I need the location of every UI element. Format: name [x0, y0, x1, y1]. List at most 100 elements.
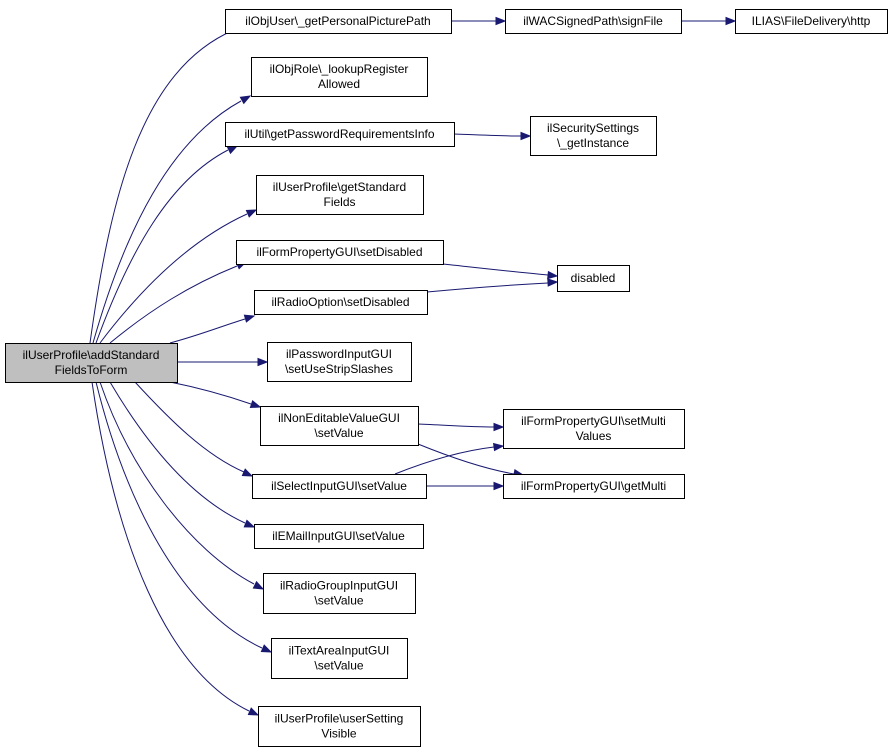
- edge-line: [453, 133, 522, 137]
- node-getPasswordRequirementsInfo[interactable]: ilUtil\getPasswordRequirementsInfo: [225, 122, 455, 147]
- edge-line: [109, 265, 238, 344]
- edge-root-to-emailSetValue: [109, 381, 256, 528]
- node-box: [735, 9, 888, 34]
- node-radioOptionSetDisabled[interactable]: ilRadioOption\setDisabled: [254, 290, 428, 315]
- edge-line: [417, 423, 495, 428]
- arrowhead: [725, 16, 737, 26]
- node-label: ilFormPropertyGUI\setDisabled: [256, 245, 422, 259]
- edge-root-to-selectInputSetValue: [134, 381, 254, 477]
- edge-line: [442, 263, 549, 276]
- node-label: ilUserProfile\getStandard: [273, 180, 406, 194]
- arrowhead: [493, 442, 505, 452]
- node-label: Fields: [323, 195, 355, 209]
- arrowhead: [547, 270, 559, 280]
- node-signFile[interactable]: ilWACSignedPath\signFile: [505, 9, 682, 34]
- edges-layer: [89, 16, 737, 716]
- node-label: \setValue: [314, 659, 363, 673]
- edge-line: [95, 381, 263, 649]
- edge-line: [169, 381, 252, 405]
- node-label: ilFormPropertyGUI\setMulti: [521, 414, 666, 428]
- edge-selectInputSetValue-to-setMultiValues: [394, 442, 505, 475]
- edge-radioOptionSetDisabled-to-disabled: [426, 278, 559, 293]
- arrowhead: [239, 95, 252, 105]
- arrowhead: [226, 145, 239, 155]
- node-radioGroupSetValue[interactable]: ilRadioGroupInputGUI\setValue: [263, 573, 416, 614]
- edge-line: [134, 381, 245, 473]
- node-label: ilUserProfile\userSetting: [275, 712, 404, 726]
- edge-root-to-textAreaSetValue: [95, 381, 273, 653]
- node-fileDeliveryHttp[interactable]: ILIAS\FileDelivery\http: [735, 9, 888, 34]
- edge-root-to-userSettingVisible: [91, 381, 260, 716]
- arrowhead: [495, 16, 507, 26]
- node-box: [251, 57, 428, 97]
- node-securitySettingsGetInstance[interactable]: ilSecuritySettings\_getInstance: [530, 116, 657, 156]
- edge-line: [169, 318, 246, 344]
- arrowhead: [520, 131, 532, 141]
- edge-line: [99, 213, 248, 344]
- node-label: ilNonEditableValueGUI: [278, 411, 400, 425]
- edge-line: [89, 29, 235, 344]
- node-box: [225, 122, 455, 147]
- edge-line: [426, 282, 549, 293]
- node-label: ilSelectInputGUI\setValue: [271, 479, 407, 493]
- edge-root-to-radioOptionSetDisabled: [169, 314, 256, 344]
- node-getMulti[interactable]: ilFormPropertyGUI\getMulti: [503, 474, 685, 499]
- node-label: \_getInstance: [557, 136, 629, 150]
- arrowhead: [493, 481, 505, 491]
- node-label: ilWACSignedPath\signFile: [523, 14, 663, 28]
- node-textAreaSetValue[interactable]: ilTextAreaInputGUI\setValue: [271, 638, 408, 679]
- arrowhead: [493, 422, 505, 432]
- node-label: ilEMailInputGUI\setValue: [272, 529, 405, 543]
- arrowhead: [249, 400, 262, 409]
- node-box: [505, 9, 682, 34]
- node-label: ilObjRole\_lookupRegister: [270, 62, 409, 76]
- edge-line: [99, 381, 255, 585]
- edge-line: [394, 446, 495, 475]
- edge-formPropertySetDisabled-to-disabled: [442, 263, 559, 280]
- arrowhead: [245, 209, 258, 218]
- node-getPersonalPicturePath[interactable]: ilObjUser\_getPersonalPicturePath: [225, 9, 452, 34]
- edge-line: [109, 381, 246, 524]
- node-box: [260, 406, 419, 446]
- node-label: ilFormPropertyGUI\getMulti: [521, 479, 666, 493]
- node-box: [254, 524, 424, 549]
- node-label: Values: [576, 429, 612, 443]
- edge-line: [91, 381, 250, 712]
- node-label: \setValue: [314, 594, 363, 608]
- edge-selectInputSetValue-to-getMulti: [426, 481, 505, 491]
- arrowhead: [260, 644, 273, 653]
- edge-line: [417, 443, 515, 475]
- node-box: [252, 474, 427, 499]
- node-passwordSetUseStripSlashes[interactable]: ilPasswordInputGUI\setUseStripSlashes: [267, 342, 412, 382]
- node-label: ILIAS\FileDelivery\http: [752, 14, 871, 28]
- node-box: [254, 290, 428, 315]
- node-selectInputSetValue[interactable]: ilSelectInputGUI\setValue: [252, 474, 427, 499]
- node-label: \setUseStripSlashes: [285, 362, 393, 376]
- node-label: ilTextAreaInputGUI: [289, 644, 390, 658]
- node-label: ilSecuritySettings: [547, 121, 639, 135]
- edge-root-to-getPasswordRequirementsInfo: [95, 145, 239, 344]
- node-formPropertySetDisabled[interactable]: ilFormPropertyGUI\setDisabled: [236, 240, 444, 265]
- node-box: [5, 343, 178, 383]
- node-label: ilUtil\getPasswordRequirementsInfo: [244, 127, 434, 141]
- node-box: [225, 9, 452, 34]
- edge-getPasswordRequirementsInfo-to-securitySettingsGetInstance: [453, 131, 532, 141]
- edge-root-to-getStandardFields: [99, 209, 258, 344]
- node-disabled[interactable]: disabled: [557, 265, 630, 292]
- node-box: [267, 342, 412, 382]
- arrowhead: [243, 519, 256, 528]
- node-label: ilPasswordInputGUI: [286, 347, 392, 361]
- node-nonEditableSetValue[interactable]: ilNonEditableValueGUI\setValue: [260, 406, 419, 446]
- node-emailSetValue[interactable]: ilEMailInputGUI\setValue: [254, 524, 424, 549]
- node-label: Allowed: [318, 77, 360, 91]
- node-box: [503, 474, 685, 499]
- node-label: ilObjUser\_getPersonalPicturePath: [245, 14, 430, 28]
- edge-root-to-formPropertySetDisabled: [109, 261, 248, 344]
